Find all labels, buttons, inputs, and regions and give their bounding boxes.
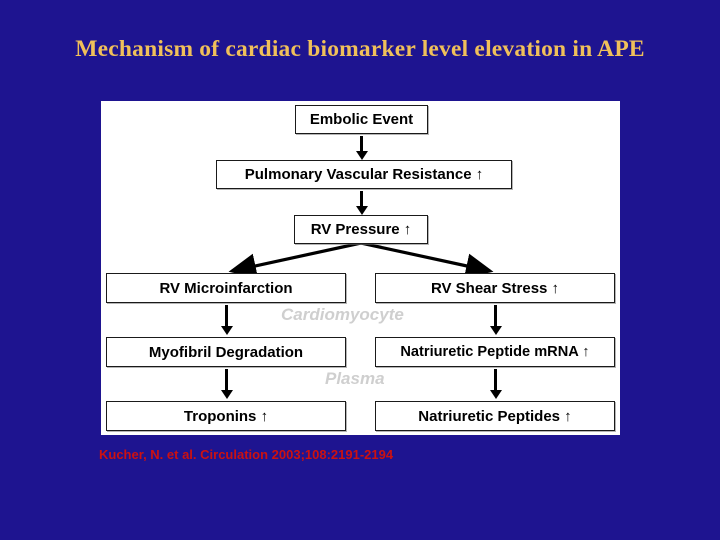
node-label: RV Pressure ↑ — [310, 221, 412, 238]
node-pulmonary-vascular-resistance[interactable]: Pulmonary Vascular Resistance ↑ — [216, 160, 512, 189]
node-natriuretic-peptide-mrna[interactable]: Natriuretic Peptide mRNA ↑ — [375, 337, 615, 367]
node-natriuretic-peptides[interactable]: Natriuretic Peptides ↑ — [375, 401, 615, 431]
node-label: Embolic Event — [309, 111, 414, 128]
arrow-shearstress-to-mrna — [489, 305, 502, 336]
node-embolic-event[interactable]: Embolic Event — [295, 105, 428, 134]
node-label: Troponins ↑ — [183, 407, 269, 425]
node-label: Myofibril Degradation — [148, 343, 304, 361]
node-troponins[interactable]: Troponins ↑ — [106, 401, 346, 431]
arrow-myofibril-to-troponins — [220, 369, 233, 400]
node-myofibril-degradation[interactable]: Myofibril Degradation — [106, 337, 346, 367]
node-label: RV Shear Stress ↑ — [430, 279, 560, 297]
node-rv-pressure[interactable]: RV Pressure ↑ — [294, 215, 428, 244]
arrow-pvr-to-rv-pressure — [355, 191, 368, 215]
node-label: RV Microinfarction — [159, 279, 293, 297]
arrow-embolic-to-pvr — [355, 136, 368, 160]
node-rv-shear-stress[interactable]: RV Shear Stress ↑ — [375, 273, 615, 303]
compartment-label-plasma: Plasma — [325, 369, 385, 388]
arrow-microinfarction-to-myofibril — [220, 305, 233, 336]
node-label: Pulmonary Vascular Resistance ↑ — [244, 166, 484, 183]
compartment-label-cardiomyocyte: Cardiomyocyte — [281, 305, 404, 324]
node-label: Natriuretic Peptides ↑ — [418, 407, 572, 425]
page-title: Mechanism of cardiac biomarker level ele… — [75, 36, 645, 62]
citation-text: Kucher, N. et al. Circulation 2003;108:2… — [99, 447, 394, 462]
node-rv-microinfarction[interactable]: RV Microinfarction — [106, 273, 346, 303]
arrow-mrna-to-peptides — [489, 369, 502, 400]
figure-panel: Embolic Event Pulmonary Vascular Resista… — [101, 101, 620, 435]
node-label: Natriuretic Peptide mRNA ↑ — [400, 344, 590, 360]
